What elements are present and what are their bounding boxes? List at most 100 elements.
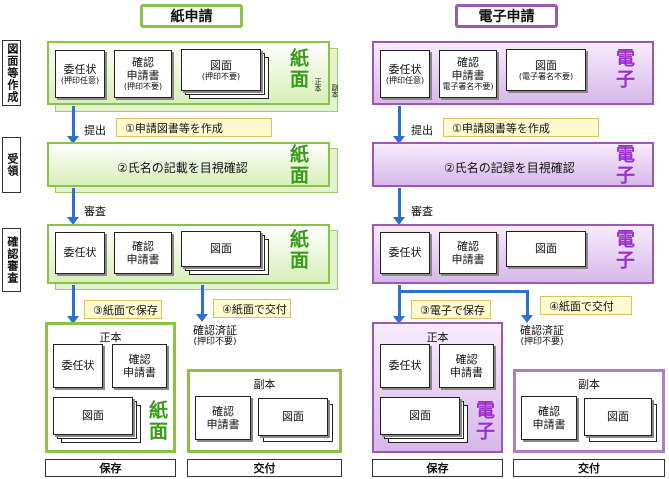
paper-zumen-doc: 図面 (押印不要) xyxy=(181,49,261,91)
paper-cert-label: 確認済証 (押印不要) xyxy=(185,324,245,348)
doc-kakunin-line2: 申請書 xyxy=(126,253,160,266)
doc-zumen-label: 図面 xyxy=(535,58,557,72)
paper-media-label-2: 紙面 xyxy=(286,144,309,186)
paper-step3-label: ③紙面で保存 xyxy=(84,300,162,319)
paper-kakunin-doc: 確認 申請書 (押印不要) xyxy=(114,50,172,98)
paper-fukuhon-title: 副本 xyxy=(253,378,276,391)
paper-seihon-zumen: 図面 xyxy=(53,397,133,435)
paper-media-label-4: 紙面 xyxy=(145,400,168,442)
doc-kakunin-line1: 確認 xyxy=(212,404,234,418)
paper-save-arrow xyxy=(67,285,79,324)
doc-kakunin-line1: 確認 xyxy=(132,239,154,253)
elec-audit-arrow xyxy=(393,188,405,225)
doc-kakunin-line1: 確認 xyxy=(538,404,560,418)
doc-zumen-label: 図面 xyxy=(535,242,557,256)
doc-zumen-label: 図面 xyxy=(210,242,232,256)
doc-ininjo-label: 委任状 xyxy=(63,62,97,76)
doc-zumen-label: 図面 xyxy=(282,410,304,424)
paper-receive-panel xyxy=(47,142,330,187)
paper-application-title: 紙申請 xyxy=(140,4,243,28)
step-label-receive: 受領 xyxy=(2,137,21,193)
paper-media-label-3: 紙面 xyxy=(286,229,309,271)
paper-fukuhon-zumen: 図面 xyxy=(258,398,328,436)
paper-media-label: 紙面 xyxy=(286,48,309,90)
paper-submit-arrow xyxy=(67,106,79,144)
doc-kakunin-note: 電子署名不要) xyxy=(442,82,494,92)
doc-zumen-label: 図面 xyxy=(409,409,431,423)
elec-audit-label: 審査 xyxy=(411,205,433,218)
elec-branch-line xyxy=(398,290,528,293)
fukuhon-tag: 副本 xyxy=(331,84,339,98)
doc-zumen-label: 図面 xyxy=(82,409,104,423)
doc-ininjo-label: 委任状 xyxy=(388,62,422,76)
elec-fukuhon-title: 副本 xyxy=(578,378,600,391)
paper-deliver-footer: 交付 xyxy=(187,459,342,477)
elec-review-ininjo: 委任状 xyxy=(380,232,430,274)
doc-ininjo-label: 委任状 xyxy=(388,246,422,260)
elec-review-zumen: 図面 xyxy=(506,231,586,267)
paper-seihon-ininjo: 委任状 xyxy=(53,344,103,388)
paper-review-ininjo: 委任状 xyxy=(55,232,105,274)
doc-ininjo-note: (押印任意) xyxy=(60,75,100,85)
doc-kakunin-line2: 申請書 xyxy=(206,418,240,431)
paper-step2-label: ②氏名の記載を目視確認 xyxy=(117,161,248,175)
elec-media-label: 電子 xyxy=(612,48,635,90)
step-label-review: 確認審査 xyxy=(2,228,21,292)
doc-kakunin-line2: 申請書 xyxy=(532,418,566,431)
paper-ininjo-doc: 委任状 (押印任意) xyxy=(55,50,105,98)
elec-deliver-arrow xyxy=(521,290,533,323)
doc-kakunin-line1: 確認 xyxy=(455,352,478,366)
doc-kakunin-line2: 申請書 xyxy=(450,366,483,379)
elec-receive-panel xyxy=(372,142,654,187)
doc-kakunin-line1: 確認 xyxy=(128,352,151,366)
elec-step3-label: ③電子で保存 xyxy=(411,300,491,319)
elec-cert-label: 確認済証 (押印不要) xyxy=(512,324,572,348)
electronic-application-title: 電子申請 xyxy=(455,4,558,28)
elec-step1-label: ①申請図書等を作成 xyxy=(443,118,599,137)
doc-ininjo-label: 委任状 xyxy=(61,359,95,373)
step-label-prep: 図面等作成 xyxy=(2,40,21,106)
doc-zumen-note: (押印不要) xyxy=(201,71,241,81)
doc-ininjo-label: 委任状 xyxy=(388,359,422,373)
doc-kakunin-line2: 申請書 xyxy=(451,69,485,83)
elec-submit-label: 提出 xyxy=(411,124,433,137)
paper-step1-label: ①申請図書等を作成 xyxy=(116,118,272,137)
elec-fukuhon-kakunin: 確認 申請書 xyxy=(521,396,577,440)
paper-audit-arrow xyxy=(67,188,79,225)
elec-seihon-kakunin: 確認 申請書 xyxy=(439,344,494,388)
doc-zumen-label: 図面 xyxy=(607,410,629,424)
cert-line2: (押印不要) xyxy=(520,337,564,348)
doc-ininjo-note: (押印任意) xyxy=(385,75,425,85)
cert-line1: 確認済証 xyxy=(520,324,564,337)
doc-zumen-note: (電子署名不要) xyxy=(518,71,574,81)
elec-fukuhon-zumen: 図面 xyxy=(584,398,652,436)
doc-kakunin-line1: 確認 xyxy=(457,239,479,253)
doc-kakunin-line1: 確認 xyxy=(457,56,479,70)
doc-kakunin-note: (押印不要) xyxy=(123,82,163,92)
paper-step4-label: ④紙面で交付 xyxy=(213,299,291,318)
elec-submit-arrow xyxy=(393,106,405,144)
cert-line1: 確認済証 xyxy=(193,324,237,337)
paper-deliver-arrow xyxy=(196,285,208,322)
paper-fukuhon-kakunin: 確認 申請書 xyxy=(195,396,251,440)
paper-seihon-title: 正本 xyxy=(99,331,122,344)
elec-save-arrow xyxy=(393,285,405,324)
doc-kakunin-line2: 申請書 xyxy=(123,366,156,379)
paper-audit-label: 審査 xyxy=(84,205,106,218)
doc-kakunin-line2: 申請書 xyxy=(451,253,485,266)
elec-media-label-4: 電子 xyxy=(472,400,495,442)
paper-seihon-kakunin: 確認 申請書 xyxy=(112,344,167,388)
elec-save-footer: 保存 xyxy=(372,459,503,477)
elec-media-label-2: 電子 xyxy=(612,144,635,186)
elec-step4-label: ④紙面で交付 xyxy=(540,296,632,315)
doc-zumen-label: 図面 xyxy=(210,58,232,72)
paper-review-zumen: 図面 xyxy=(181,231,261,267)
elec-deliver-footer: 交付 xyxy=(513,459,665,477)
elec-seihon-zumen: 図面 xyxy=(380,397,460,435)
elec-seihon-ininjo: 委任状 xyxy=(380,344,430,388)
paper-submit-label: 提出 xyxy=(84,124,106,137)
doc-ininjo-label: 委任状 xyxy=(63,246,97,260)
elec-seihon-title: 正本 xyxy=(426,331,449,344)
elec-review-kakunin: 確認 申請書 xyxy=(439,232,497,274)
elec-kakunin-doc: 確認 申請書 電子署名不要) xyxy=(439,50,497,98)
